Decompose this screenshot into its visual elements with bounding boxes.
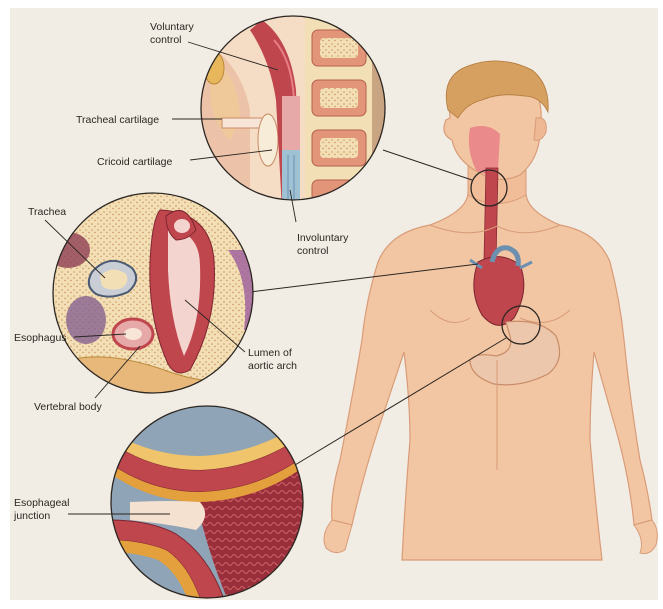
label-involuntary-control-1: Involuntary [297,232,349,244]
label-voluntary-control-2: control [150,34,182,46]
label-esophageal-junction-1: Esophageal [14,497,69,509]
label-tracheal-cartilage: Tracheal cartilage [76,114,159,126]
label-lumen-of-aortic-arch-1: Lumen of [248,347,292,359]
pharynx-detail-circle [190,10,400,216]
label-cricoid-cartilage: Cricoid cartilage [97,156,172,168]
label-trachea: Trachea [28,206,66,218]
junction-detail-circle [105,400,310,605]
right-hand [634,520,657,554]
aortic-arch-detail-circle [46,190,262,400]
ear [534,118,546,141]
left-hand [324,520,352,553]
label-voluntary-control-1: Voluntary [150,21,195,33]
label-esophagus: Esophagus [14,332,67,344]
label-esophageal-junction-2: junction [13,510,50,522]
label-involuntary-control-2: control [297,245,329,257]
label-vertebral-body: Vertebral body [34,401,102,413]
esophagus-tube [484,168,498,262]
label-lumen-of-aortic-arch-2: aortic arch [248,360,297,372]
